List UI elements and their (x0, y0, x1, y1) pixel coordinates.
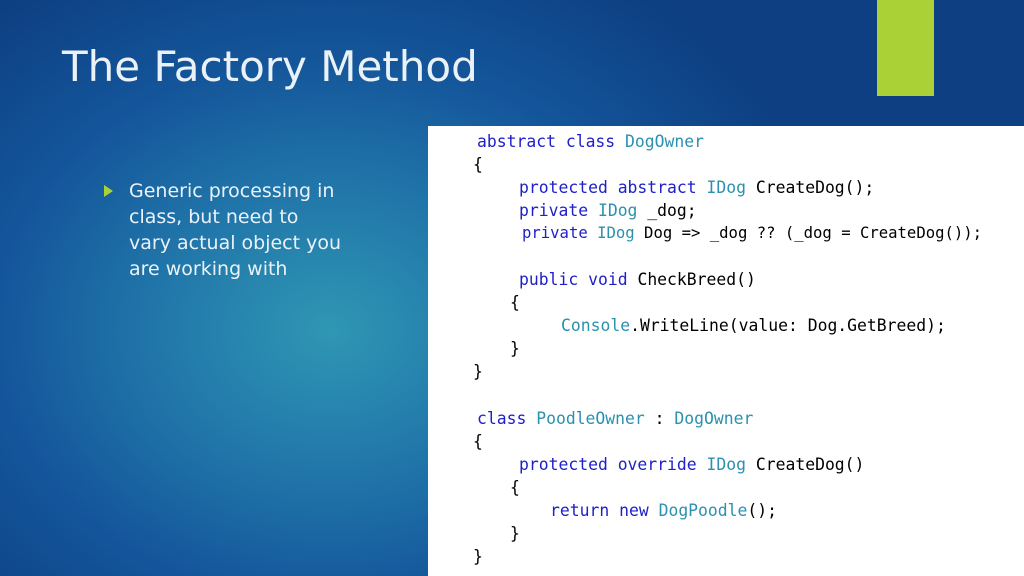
code-token: abstract (477, 132, 556, 151)
code-token: class (565, 132, 616, 151)
code-token: protected (519, 178, 608, 197)
code-line: private IDog _dog; (519, 201, 697, 221)
code-token (697, 455, 707, 474)
code-token: IDog (706, 178, 746, 197)
code-token (578, 270, 588, 289)
code-token: } (473, 547, 483, 566)
code-line: } (510, 339, 520, 359)
code-token (608, 455, 618, 474)
code-line: return new DogPoodle(); (550, 501, 777, 521)
code-token: .WriteLine(value: Dog.GetBreed); (630, 316, 946, 335)
bullet-text: Generic processing in class, but need to… (129, 180, 342, 280)
code-token: override (617, 455, 697, 474)
code-token: : (644, 409, 675, 428)
code-line: { (510, 293, 520, 313)
code-token: CreateDog(); (746, 178, 875, 197)
slide-title: The Factory Method (62, 42, 478, 91)
code-token: class (477, 409, 527, 428)
code-token (609, 501, 619, 520)
code-line: } (510, 524, 520, 544)
code-token: return (550, 501, 610, 520)
code-line: } (473, 547, 483, 567)
code-line: protected abstract IDog CreateDog(); (519, 178, 874, 198)
code-token (556, 132, 566, 151)
accent-bar (877, 0, 934, 96)
code-token: CheckBreed() (627, 270, 756, 289)
code-token: public (519, 270, 579, 289)
code-token (608, 178, 618, 197)
code-token (697, 178, 707, 197)
code-token (526, 409, 536, 428)
code-token: new (619, 501, 649, 520)
code-line: public void CheckBreed() (519, 270, 756, 290)
code-token: DogPoodle (658, 501, 748, 520)
code-token: IDog (597, 201, 638, 220)
code-token: } (510, 524, 520, 543)
code-token: { (473, 155, 483, 174)
code-token: Console (561, 316, 631, 335)
code-line: abstract class DogOwner (477, 132, 704, 152)
code-token: (); (747, 501, 777, 520)
code-token: PoodleOwner (536, 409, 645, 428)
code-token: abstract (617, 178, 697, 197)
code-token: { (473, 432, 483, 451)
code-token (649, 501, 659, 520)
code-line: protected override IDog CreateDog() (519, 455, 864, 475)
bullet-arrow-icon (104, 185, 113, 197)
code-token: { (510, 293, 520, 312)
code-token: DogOwner (625, 132, 704, 151)
code-line: { (473, 155, 483, 175)
code-line: } (473, 362, 483, 382)
code-line: { (510, 478, 520, 498)
code-token: IDog (597, 224, 635, 242)
code-token: { (510, 478, 520, 497)
code-token (588, 224, 597, 242)
code-token: void (588, 270, 628, 289)
code-token (615, 132, 625, 151)
code-token: CreateDog() (746, 455, 865, 474)
code-token: _dog; (637, 201, 697, 220)
code-panel: abstract class DogOwner { protected abst… (428, 126, 1024, 576)
code-line: class PoodleOwner : DogOwner (477, 409, 753, 429)
code-token: private (519, 201, 589, 220)
code-token: } (473, 362, 483, 381)
code-line: Console.WriteLine(value: Dog.GetBreed); (561, 316, 946, 336)
code-line: { (473, 432, 483, 452)
code-token: } (510, 339, 520, 358)
code-token: protected (519, 455, 608, 474)
code-token: DogOwner (674, 409, 754, 428)
code-token (588, 201, 598, 220)
bullet-item: Generic processing in class, but need to… (104, 178, 344, 282)
code-token: private (522, 224, 588, 242)
code-line: private IDog Dog => _dog ?? (_dog = Crea… (522, 223, 982, 243)
code-token: IDog (706, 455, 746, 474)
code-token: Dog => _dog ?? (_dog = CreateDog()); (634, 224, 983, 242)
